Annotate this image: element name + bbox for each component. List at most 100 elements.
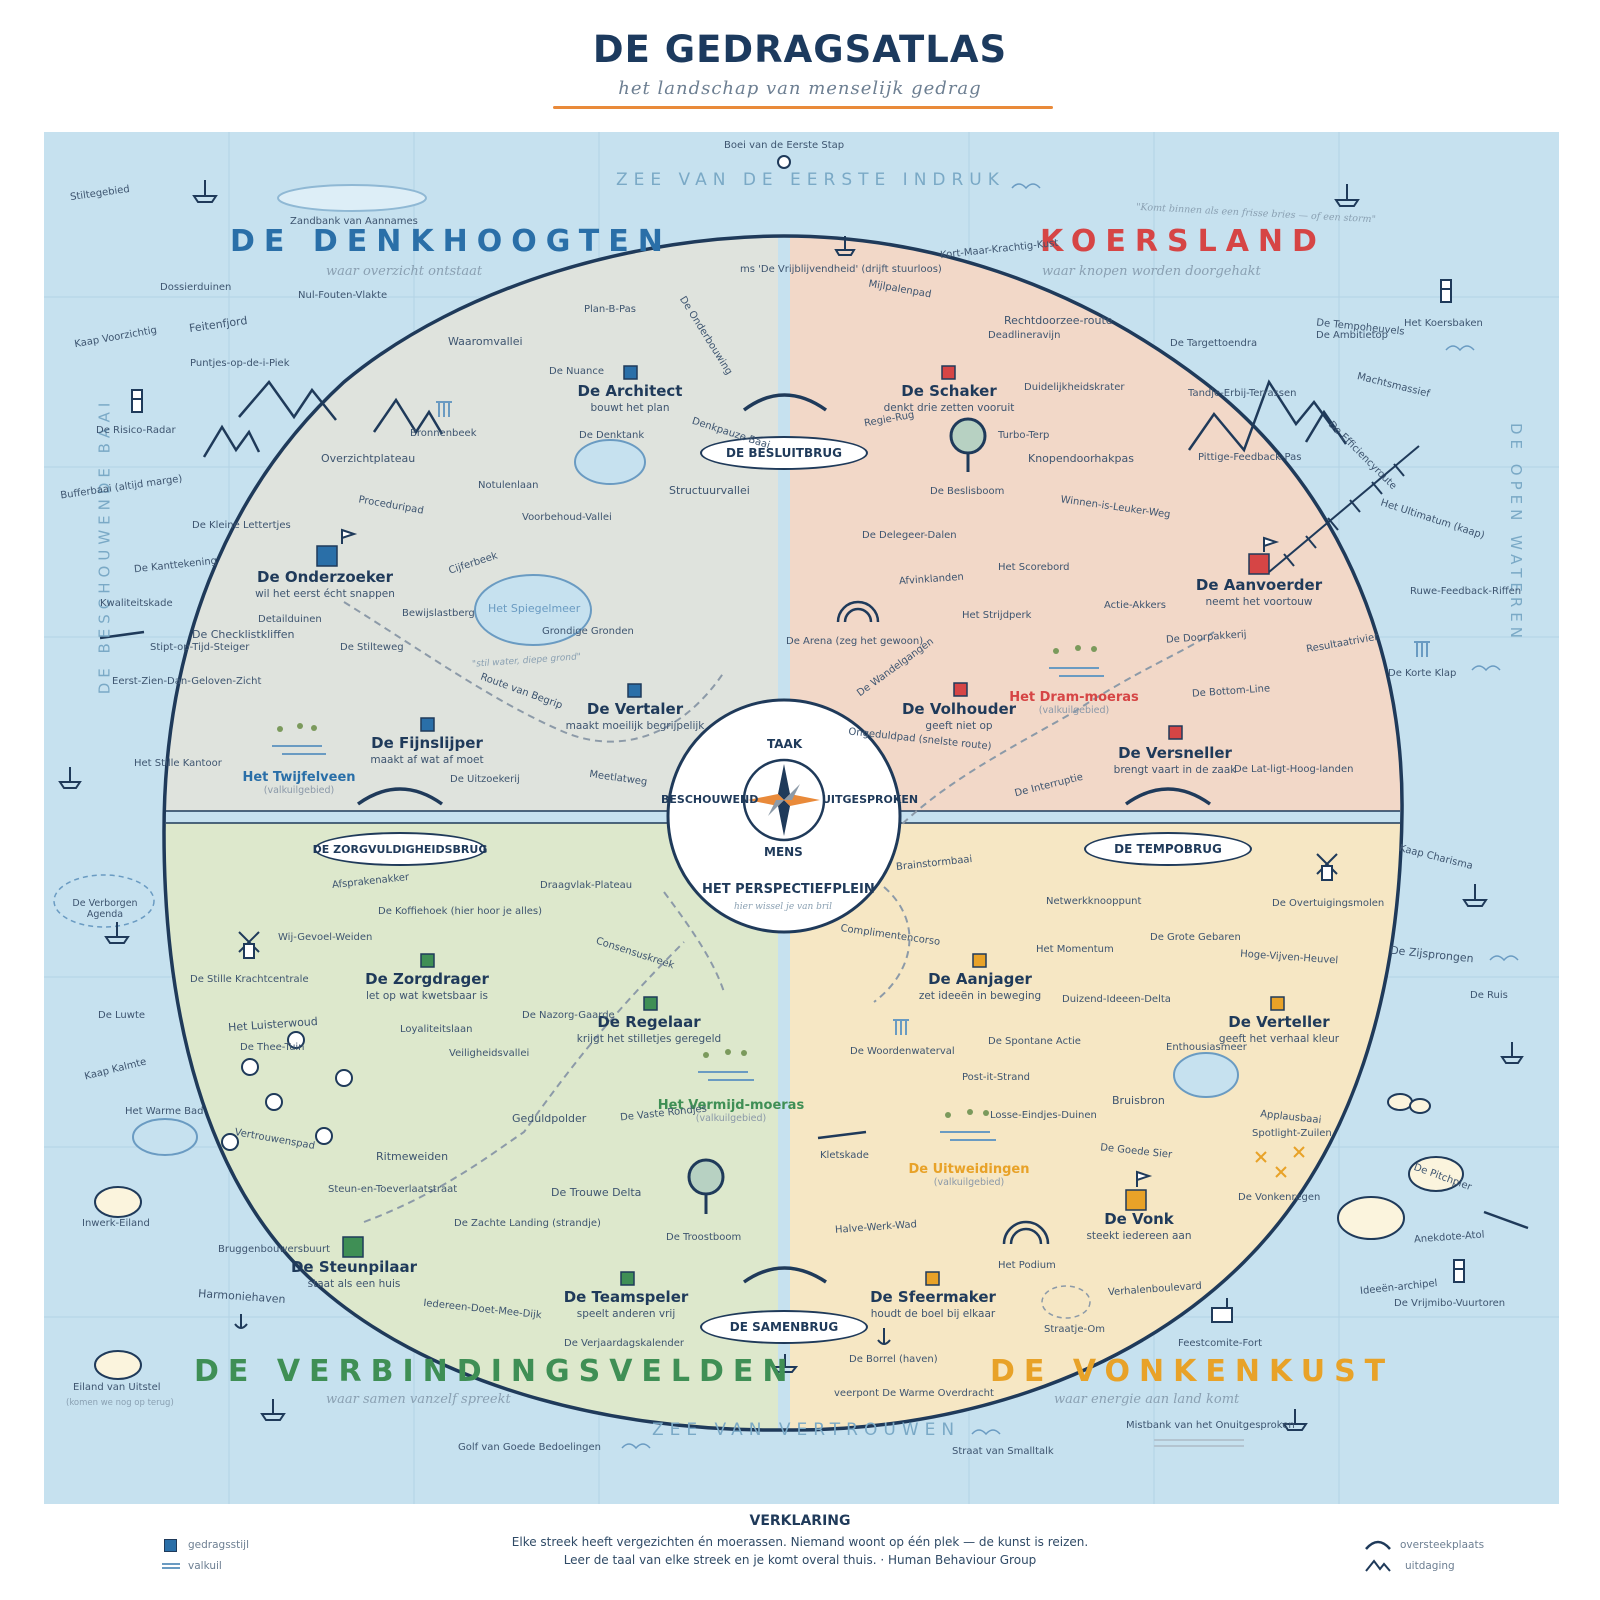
place-label[interactable]: Het Stille Kantoor [134, 758, 222, 769]
place-label[interactable]: De Checklistkliffen [192, 628, 295, 641]
bridge-tempobrug[interactable]: DE TEMPOBRUG [1084, 832, 1252, 866]
place-label[interactable]: Bruggenbouwersbuurt [218, 1244, 331, 1255]
place-label[interactable]: De Ambitietop [1316, 330, 1388, 341]
place-label[interactable]: Deadlineravijn [988, 330, 1061, 341]
place-label[interactable]: De Nazorg-Gaarde [522, 1010, 615, 1021]
place-label[interactable]: Het Spiegelmeer [488, 602, 581, 615]
bridge-samenbrug[interactable]: DE SAMENBRUG [700, 1310, 868, 1344]
place-label[interactable]: De Thee-Tuin [240, 1042, 305, 1053]
place-label[interactable]: De Uitzoekerij [450, 774, 520, 785]
place-label[interactable]: De Denktank [579, 430, 645, 441]
place-label[interactable]: De Koffiehoek (hier hoor je alles) [378, 906, 542, 917]
marsh-vermijdmoeras[interactable]: Het Vermijd-moeras(valkuilgebied) [656, 1098, 806, 1124]
place-label[interactable]: veerpont De Warme Overdracht [834, 1388, 994, 1399]
place-label[interactable]: Dossierduinen [160, 282, 232, 293]
place-label[interactable]: Actie-Akkers [1104, 600, 1166, 611]
place-label[interactable]: De Grote Gebaren [1150, 932, 1241, 943]
place-label[interactable]: Geduldpolder [512, 1112, 587, 1125]
place-label[interactable]: De Stilteweg [340, 642, 404, 653]
place-label[interactable]: Post-it-Strand [962, 1072, 1031, 1083]
place-label[interactable]: Puntjes-op-de-i-Piek [190, 358, 290, 369]
place-label[interactable]: Kwaliteitskade [100, 598, 173, 609]
place-label[interactable]: Loyaliteitslaan [400, 1024, 473, 1035]
place-label[interactable]: Straat van Smalltalk [952, 1446, 1054, 1457]
place-label[interactable]: Spotlight-Zuilen [1252, 1128, 1332, 1139]
place-label[interactable]: Feestcomite-Fort [1178, 1338, 1263, 1349]
place-label[interactable]: Detailduinen [258, 614, 322, 625]
place-label[interactable]: Het Koersbaken [1404, 318, 1483, 329]
place-label[interactable]: De Delegeer-Dalen [862, 530, 957, 541]
place-label[interactable]: Veiligheidsvallei [449, 1048, 530, 1059]
place-label[interactable]: Het Momentum [1036, 944, 1114, 955]
place-label[interactable]: De Woordenwaterval [850, 1046, 955, 1057]
place-label[interactable]: De Vonkenregen [1238, 1192, 1321, 1203]
place-label[interactable]: Plan-B-Pas [584, 304, 636, 315]
place-label[interactable]: Nul-Fouten-Vlakte [298, 290, 388, 301]
place-label[interactable]: Grondige Gronden [542, 626, 634, 637]
place-label[interactable]: Tandje-Erbij-Terrassen [1188, 388, 1297, 399]
place-label[interactable]: De Stille Krachtcentrale [190, 974, 309, 985]
place-label[interactable]: De Kleine Lettertjes [192, 520, 291, 531]
place-label[interactable]: De Korte Klap [1388, 668, 1457, 679]
place-label[interactable]: Straatje-Om [1044, 1324, 1105, 1335]
marsh-uitweidingen[interactable]: De Uitweidingen(valkuilgebied) [899, 1162, 1039, 1188]
place-label[interactable]: Waaromvallei [448, 335, 523, 348]
place-label[interactable]: Duizend-Ideeen-Delta [1062, 994, 1171, 1005]
place-label[interactable]: Zandbank van Aannames [290, 216, 418, 227]
place-label[interactable]: De Lat-ligt-Hoog-landen [1234, 764, 1354, 775]
map[interactable]: DE DENKHOOGTEN waar overzicht ontstaat K… [44, 132, 1559, 1504]
place-label[interactable]: Losse-Eindjes-Duinen [990, 1110, 1097, 1121]
place-label[interactable]: Bewijslastberg [402, 608, 475, 619]
place-label[interactable]: Eiland van Uitstel [73, 1382, 161, 1393]
place-label[interactable]: De Vrijmibo-Vuurtoren [1394, 1298, 1506, 1309]
place-label[interactable]: Het Scorebord [998, 562, 1070, 573]
place-label[interactable]: Bronnenbeek [410, 428, 477, 439]
place-label[interactable]: Mistbank van het Onuitgesproken [1126, 1420, 1295, 1431]
place-label[interactable]: Voorbehoud-Vallei [522, 512, 612, 523]
place-label[interactable]: (komen we nog op terug) [66, 1398, 174, 1408]
bridge-besluitbrug[interactable]: DE BESLUITBRUG [700, 436, 868, 470]
place-label[interactable]: Steun-en-Toeverlaatstraat [328, 1184, 458, 1195]
place-label[interactable]: Pittige-Feedback-Pas [1198, 452, 1302, 463]
bridge-zorgvuldigheidsbrug[interactable]: DE ZORGVULDIGHEIDSBRUG [313, 832, 487, 866]
place-label[interactable]: Ritmeweiden [376, 1150, 449, 1163]
place-label[interactable]: Draagvlak-Plateau [540, 880, 633, 891]
place-label[interactable]: Wij-Gevoel-Weiden [278, 932, 373, 943]
place-label[interactable]: Ruwe-Feedback-Riffen [1410, 586, 1522, 597]
place-label[interactable]: Het Warme Bad [125, 1106, 204, 1117]
place-label[interactable]: De Trouwe Delta [551, 1186, 642, 1199]
place-label[interactable]: Inwerk-Eiland [82, 1218, 150, 1229]
place-label[interactable]: Netwerkknooppunt [1046, 896, 1142, 907]
place-label[interactable]: Boei van de Eerste Stap [724, 140, 845, 151]
place-label[interactable]: Het Strijdperk [962, 610, 1032, 621]
place-label[interactable]: Kletskade [820, 1150, 869, 1161]
place-label[interactable]: Eerst-Zien-Dan-Geloven-Zicht [112, 676, 262, 687]
place-label[interactable]: Notulenlaan [478, 480, 539, 491]
place-label[interactable]: Enthousiasmeer [1166, 1042, 1247, 1053]
place-label[interactable]: De Overtuigingsmolen [1272, 898, 1385, 909]
place-label[interactable]: De Spontane Actie [988, 1036, 1081, 1047]
marsh-twijfelveen[interactable]: Het Twijfelveen(valkuilgebied) [234, 770, 364, 796]
place-label[interactable]: Stipt-op-Tijd-Steiger [150, 642, 250, 653]
place-label[interactable]: Duidelijkheidskrater [1024, 382, 1125, 393]
place-label[interactable]: De Borrel (haven) [849, 1354, 938, 1365]
place-label[interactable]: Het Podium [998, 1260, 1056, 1271]
place-label[interactable]: Overzichtplateau [321, 452, 416, 465]
place-label[interactable]: ms 'De Vrijblijvendheid' (drijft stuurlo… [740, 264, 942, 275]
place-label[interactable]: Structuurvallei [669, 484, 750, 497]
